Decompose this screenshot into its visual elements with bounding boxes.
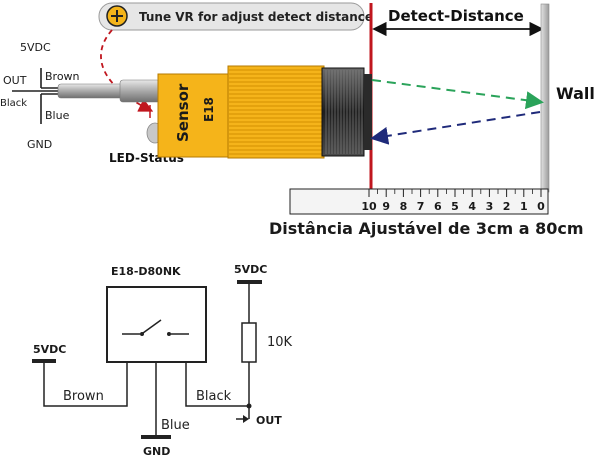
ruler-tick-label: 8 bbox=[400, 200, 408, 213]
sensor-body bbox=[157, 65, 372, 159]
reflected-beam-arrow bbox=[370, 111, 541, 145]
ruler-tick-label: 10 bbox=[361, 200, 377, 213]
out-arrow-icon bbox=[243, 415, 249, 423]
sensor-label: Sensor bbox=[174, 83, 192, 142]
wall bbox=[540, 3, 550, 193]
vdc-right-label: 5VDC bbox=[234, 263, 267, 276]
potentiometer-icon bbox=[106, 5, 128, 27]
ruler-tick-label: 6 bbox=[434, 200, 442, 213]
wire-brown-label: Brown bbox=[45, 70, 80, 83]
vdc-left-label: 5VDC bbox=[33, 343, 66, 356]
detect-distance-label: Detect-Distance bbox=[388, 7, 524, 25]
wire-gnd-label: GND bbox=[27, 138, 52, 151]
module-box bbox=[106, 286, 207, 363]
wall-label: Wall bbox=[556, 84, 595, 103]
tune-pointer-arrow bbox=[100, 29, 154, 112]
ruler-tick-label: 3 bbox=[486, 200, 494, 213]
wire-5vdc-label: 5VDC bbox=[20, 41, 51, 54]
sensor-nut bbox=[321, 67, 365, 157]
junction-dot bbox=[246, 403, 252, 409]
ruler-tick-label: 1 bbox=[520, 200, 528, 213]
emitted-beam-arrow bbox=[371, 79, 544, 110]
cable-boot bbox=[119, 79, 161, 103]
wire-blue-label: Blue bbox=[45, 109, 70, 122]
tune-vr-label: Tune VR for adjust detect distance bbox=[139, 10, 373, 24]
ruler-tick-label: 5 bbox=[451, 200, 459, 213]
ruler-tick-label: 0 bbox=[537, 200, 545, 213]
black-label: Black bbox=[196, 389, 232, 404]
sensor-lens bbox=[364, 74, 372, 150]
wire-black-label: Black bbox=[0, 98, 27, 109]
adjustable-distance-caption: Distância Ajustável de 3cm a 80cm bbox=[269, 219, 584, 238]
ruler-tick-label: 2 bbox=[503, 200, 511, 213]
circuit-schematic: E18-D80NK 5VDC Brown Blue GND Black 5VDC… bbox=[32, 263, 293, 458]
ruler-tick-label: 9 bbox=[382, 200, 390, 213]
tune-vr-pill bbox=[98, 2, 365, 31]
wire-out-label: OUT bbox=[3, 74, 27, 87]
pullup-resistor bbox=[241, 322, 257, 363]
ruler-tick-label: 7 bbox=[417, 200, 425, 213]
out-label: OUT bbox=[256, 414, 282, 427]
module-label: E18-D80NK bbox=[111, 265, 181, 278]
sensor-model-label: E18 bbox=[202, 97, 216, 122]
tune-vr-callout: Tune VR for adjust detect distance bbox=[98, 2, 373, 31]
blue-label: Blue bbox=[161, 418, 190, 433]
ruler-tick-label: 4 bbox=[468, 200, 476, 213]
brown-label: Brown bbox=[63, 389, 104, 404]
black-wire bbox=[185, 362, 249, 407]
brown-wire bbox=[43, 361, 128, 407]
resistor-label: 10K bbox=[267, 335, 293, 350]
gnd-label: GND bbox=[143, 445, 170, 458]
switch-symbol bbox=[122, 319, 189, 336]
sensor-wires bbox=[12, 68, 58, 124]
